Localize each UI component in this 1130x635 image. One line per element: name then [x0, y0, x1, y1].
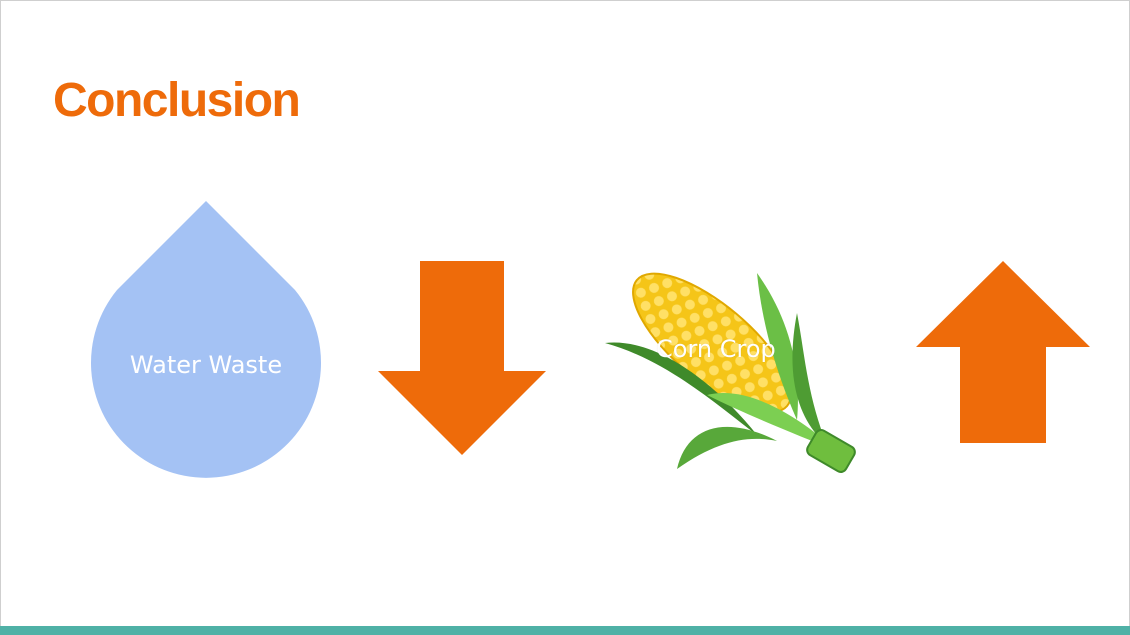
footer-accent-bar: [0, 626, 1130, 635]
water-drop-icon: [90, 201, 321, 478]
corn-crop-label: Corn Crop: [656, 335, 776, 363]
slide-title: Conclusion: [53, 74, 301, 127]
corn-icon: [605, 272, 856, 473]
water-waste-label: Water Waste: [129, 351, 283, 379]
arrow-down-icon: [378, 261, 546, 455]
arrow-up-icon: [916, 261, 1090, 443]
